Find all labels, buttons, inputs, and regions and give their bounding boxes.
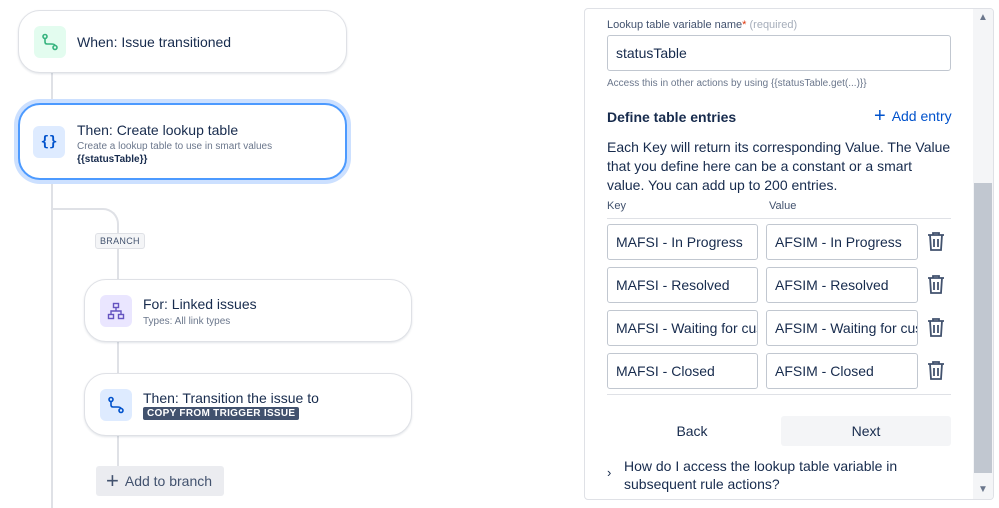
key-input[interactable]: MAFSI - Resolved <box>607 267 758 303</box>
scrollbar[interactable]: ▲ ▼ <box>973 9 993 499</box>
value-input[interactable]: AFSIM - Resolved <box>766 267 918 303</box>
variable-name-input[interactable]: statusTable <box>607 35 951 71</box>
connector-line <box>117 436 119 468</box>
trash-icon[interactable] <box>925 229 947 253</box>
chevron-right-icon[interactable]: › <box>607 465 612 480</box>
key-input[interactable]: MAFSI - Waiting for cust <box>607 310 758 346</box>
transition-title: Then: Transition the issue to <box>143 390 319 406</box>
scroll-up-icon[interactable]: ▲ <box>978 11 988 23</box>
transition-icon <box>34 26 66 58</box>
add-to-branch-label: Add to branch <box>124 473 213 489</box>
add-to-branch-button[interactable]: + Add to branch <box>96 466 224 496</box>
faq-toggle[interactable]: How do I access the lookup table variabl… <box>624 458 898 492</box>
trash-icon[interactable] <box>925 358 947 382</box>
branch-subtitle: Types: All link types <box>143 316 231 327</box>
next-button[interactable]: Next <box>781 416 951 446</box>
trigger-card[interactable]: When: Issue transitioned <box>18 10 347 73</box>
branch-curve <box>51 208 119 238</box>
branch-card[interactable]: For: Linked issues Types: All link types <box>84 279 412 342</box>
value-input[interactable]: AFSIM - In Progress <box>766 224 918 260</box>
back-button[interactable]: Back <box>676 423 708 439</box>
value-column-header: Value <box>769 200 797 212</box>
copy-from-trigger-badge: COPY FROM TRIGGER ISSUE <box>143 407 300 420</box>
table-divider <box>607 394 951 395</box>
branch-label: BRANCH <box>95 233 145 249</box>
trash-icon[interactable] <box>925 315 947 339</box>
action-smart-value: {{statusTable}} <box>77 154 148 165</box>
entries-description: Each Key will return its corresponding V… <box>607 139 951 193</box>
plus-icon: + <box>106 468 119 493</box>
add-entry-button[interactable]: + Add entry <box>874 105 952 127</box>
trash-icon[interactable] <box>925 272 947 296</box>
connector-line <box>51 180 53 508</box>
table-divider <box>607 218 951 219</box>
transition-icon <box>100 389 132 421</box>
lookup-table-card[interactable]: {} Then: Create lookup table Create a lo… <box>18 103 347 180</box>
hierarchy-icon <box>100 295 132 327</box>
variable-helper-text: Access this in other actions by using {{… <box>607 78 867 89</box>
config-panel: Lookup table variable name* (required) s… <box>584 8 994 500</box>
connector-line <box>117 341 119 373</box>
action-subtitle: Create a lookup table to use in smart va… <box>77 141 273 152</box>
scroll-down-icon[interactable]: ▼ <box>978 483 988 495</box>
value-input[interactable]: AFSIM - Closed <box>766 353 918 389</box>
curly-braces-icon: {} <box>33 126 65 158</box>
value-input[interactable]: AFSIM - Waiting for cust <box>766 310 918 346</box>
action-title: Then: Create lookup table <box>77 122 239 138</box>
variable-name-label: Lookup table variable name* (required) <box>607 19 798 31</box>
scroll-thumb[interactable] <box>974 183 992 473</box>
key-input[interactable]: MAFSI - In Progress <box>607 224 758 260</box>
plus-icon: + <box>874 105 886 127</box>
branch-title: For: Linked issues <box>143 296 257 312</box>
key-column-header: Key <box>607 200 626 212</box>
transition-card[interactable]: Then: Transition the issue to COPY FROM … <box>84 373 412 436</box>
define-entries-title: Define table entries <box>607 109 737 125</box>
connector-line <box>117 248 119 280</box>
rule-canvas: When: Issue transitioned {} Then: Create… <box>18 10 412 508</box>
connector-line <box>51 72 53 104</box>
trigger-title: When: Issue transitioned <box>77 34 232 50</box>
key-input[interactable]: MAFSI - Closed <box>607 353 758 389</box>
